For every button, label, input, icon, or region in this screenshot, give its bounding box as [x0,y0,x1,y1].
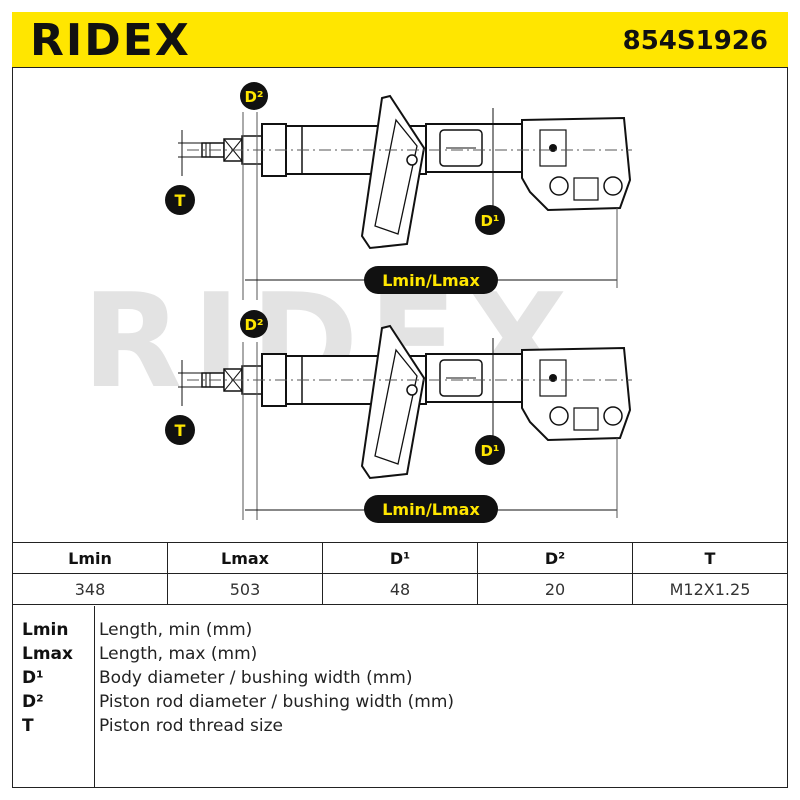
length-label: Lmin/Lmax [382,271,480,290]
t-marker [165,185,195,215]
spec-value-lmax: 503 [167,573,323,605]
d2-label: D² [244,316,263,334]
spec-table-value-row: 348 503 48 20 M12X1.25 [12,573,788,605]
t-label: T [175,191,186,210]
length-marker [364,266,498,294]
spec-header-lmax: Lmax [167,542,323,574]
strut-bottom: D² T D¹ Lmin/Lmax [165,310,633,523]
t-label: T [175,421,186,440]
spec-header-d1: D¹ [322,542,478,574]
legend-desc: Body diameter / bushing width (mm) [99,668,413,688]
d2-marker [240,310,268,338]
part-number: 854S1926 [622,26,768,56]
legend-key: Lmax [22,644,73,664]
spec-value-d1: 48 [322,573,478,605]
legend-key: T [22,716,34,736]
legend-key: D¹ [22,668,44,688]
legend-desc: Piston rod thread size [99,716,284,736]
spec-value-lmin: 348 [12,573,168,605]
spec-header-t: T [632,542,788,574]
t-marker [165,415,195,445]
legend-key: Lmin [22,620,69,640]
legend-row: Lmin Length, min (mm) [12,620,788,644]
legend: Lmin Length, min (mm) Lmax Length, max (… [12,606,788,788]
length-label: Lmin/Lmax [382,500,480,519]
d2-label: D² [244,88,263,106]
legend-desc: Length, max (mm) [99,644,258,664]
header-bar: RIDEX 854S1926 [12,12,788,68]
d1-marker [475,205,505,235]
legend-key: D² [22,692,44,712]
legend-desc: Length, min (mm) [99,620,253,640]
d2-marker [240,82,268,110]
spec-table-header-row: Lmin Lmax D¹ D² T [12,542,788,574]
d1-marker [475,435,505,465]
legend-row: Lmax Length, max (mm) [12,644,788,668]
legend-desc: Piston rod diameter / bushing width (mm) [99,692,455,712]
shock-absorber-drawing: RIDEX D² T D¹ Lmin/Lmax D² [82,82,633,523]
d1-label: D¹ [480,212,499,230]
strut-top: D² T D¹ Lmin/Lmax [165,82,633,300]
length-marker [364,495,498,523]
spec-value-d2: 20 [477,573,633,605]
legend-row: D² Piston rod diameter / bushing width (… [12,692,788,716]
spec-value-t: M12X1.25 [632,573,788,605]
legend-row: T Piston rod thread size [12,716,788,740]
spec-header-lmin: Lmin [12,542,168,574]
legend-divider [94,606,95,788]
brand-logo: RIDEX [30,15,191,66]
d1-label: D¹ [480,442,499,460]
spec-header-d2: D² [477,542,633,574]
spec-table: Lmin Lmax D¹ D² T 348 503 48 20 M12X1.25 [12,542,788,605]
legend-row: D¹ Body diameter / bushing width (mm) [12,668,788,692]
